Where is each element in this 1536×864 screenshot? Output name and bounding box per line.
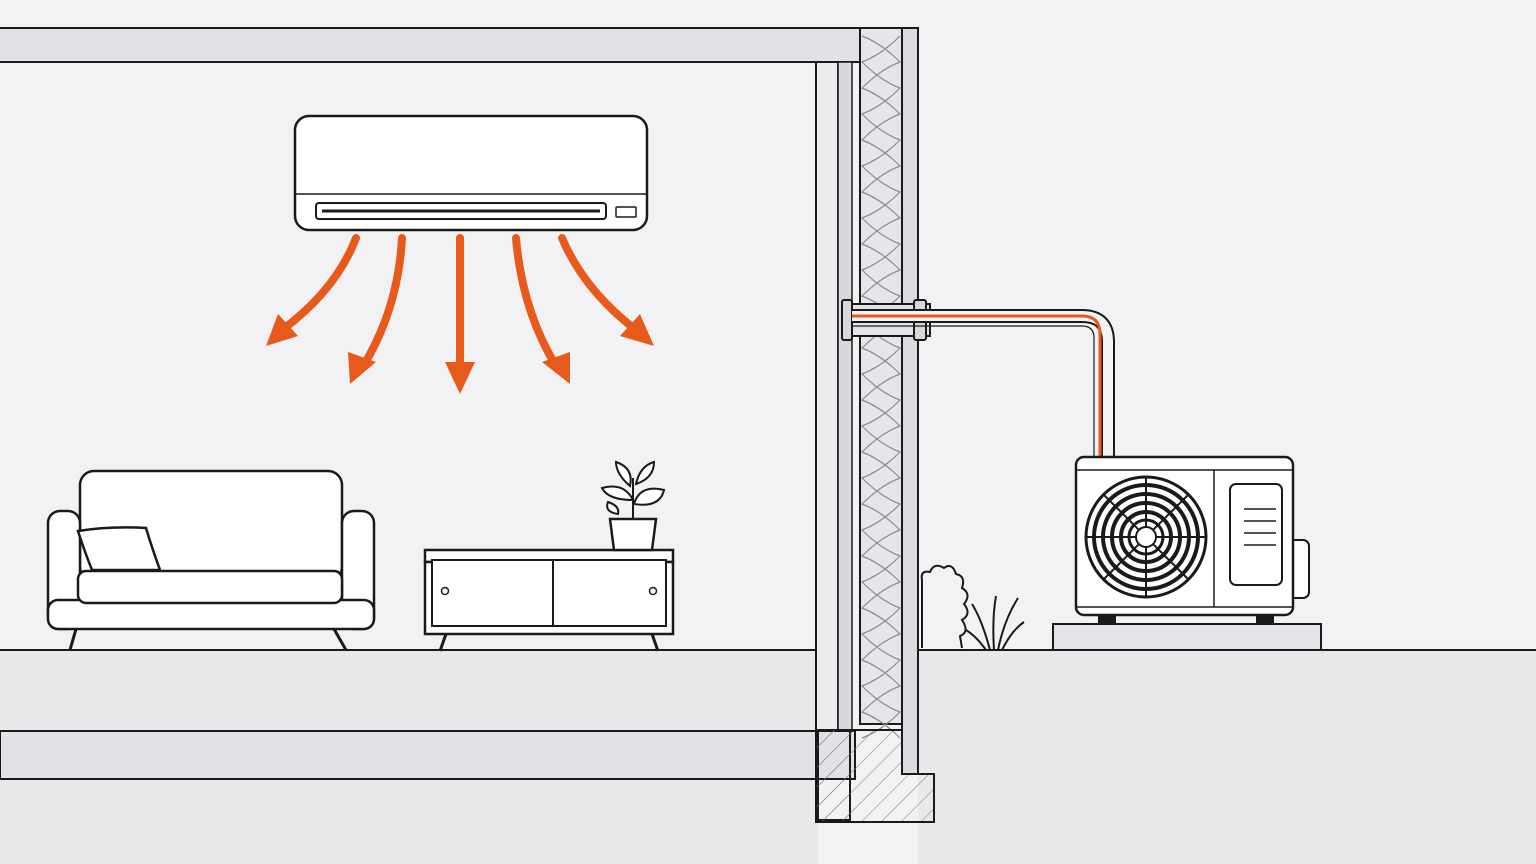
shrub-icon <box>920 564 969 649</box>
condenser-foot <box>1256 614 1274 624</box>
indoor-unit <box>293 114 649 232</box>
plant-leaf <box>634 460 656 486</box>
grass-icon <box>965 595 1025 651</box>
sofa-seat-cushion <box>76 569 344 605</box>
fan-icon <box>1084 475 1208 599</box>
condenser-unit-icon <box>1074 455 1310 624</box>
exterior-wall <box>815 27 935 823</box>
cabinet-knob <box>440 586 450 596</box>
airflow-arrows <box>266 234 654 394</box>
condenser-base-pad <box>1052 623 1322 651</box>
sofa-pillow <box>76 526 162 572</box>
cabinet-leg <box>650 633 660 652</box>
potted-plant-icon <box>600 460 666 552</box>
cabinet-door-right <box>552 559 667 627</box>
inner-drywall <box>815 61 839 731</box>
cabinet-door-left <box>431 559 554 627</box>
sofa-icon <box>46 469 376 651</box>
refrigerant-line <box>852 309 1115 460</box>
ac-display-indicator <box>615 206 637 218</box>
cabinet-leg <box>438 633 448 652</box>
arrow-down-icon <box>348 234 406 384</box>
outer-cladding <box>901 27 919 775</box>
plant-pot <box>608 517 658 552</box>
arrow-down-icon <box>512 234 570 384</box>
arrow-down-icon <box>266 234 360 346</box>
arrow-down-icon <box>445 234 475 394</box>
plant-leaf <box>606 500 620 516</box>
condenser-service-panel <box>1229 483 1283 586</box>
plant-leaf <box>600 485 635 502</box>
cabinet-knob <box>648 586 658 596</box>
wall-stud <box>837 61 853 731</box>
foundation-footing <box>815 729 935 823</box>
tv-cabinet-icon <box>423 548 675 652</box>
ceiling-slab <box>0 27 861 63</box>
condenser-foot <box>1098 614 1116 624</box>
sofa-leg <box>332 628 348 651</box>
floor-slab <box>0 730 856 780</box>
wall-mounted-ac-icon <box>293 114 649 232</box>
plant-leaf <box>632 487 666 506</box>
arrow-down-icon <box>558 234 654 346</box>
ground <box>0 649 1536 864</box>
exterior-ground <box>918 650 1536 864</box>
outdoor-unit <box>1074 455 1310 624</box>
sofa-leg <box>68 628 78 651</box>
plant-leaf <box>614 460 632 488</box>
sofa-base <box>46 598 376 631</box>
insulation-zigzag <box>860 35 902 739</box>
refrigerant-line-accent <box>852 314 1102 460</box>
